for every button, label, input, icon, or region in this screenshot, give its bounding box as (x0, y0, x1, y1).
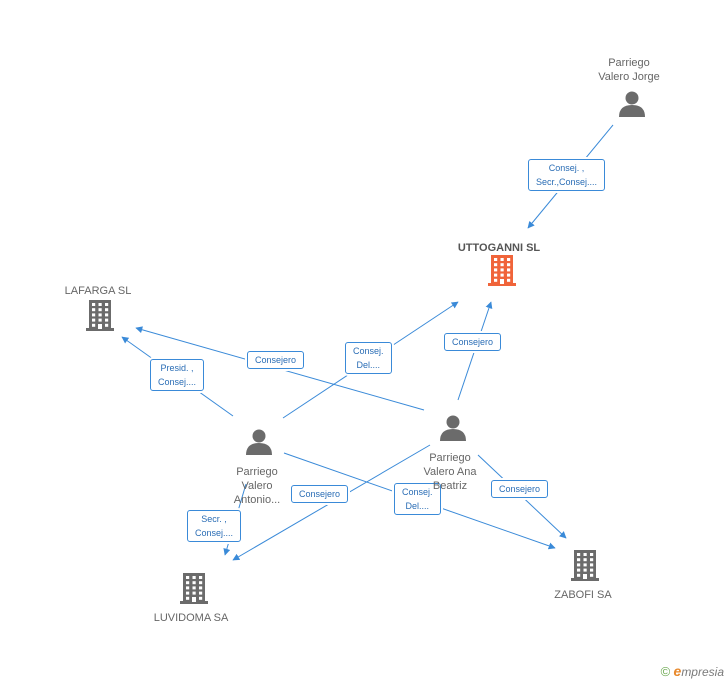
node-label-uttoganni[interactable]: UTTOGANNI SL (458, 241, 540, 255)
edge-label-antonio-lafarga[interactable]: Presid. , Consej.... (150, 359, 205, 391)
node-label-line: Parriego (608, 57, 650, 69)
node-label-line: Valero Ana (423, 466, 477, 478)
edge-label-line: Del.... (356, 360, 381, 370)
brand-logo-text: mpresia (681, 665, 724, 679)
edge-label-line: Consej.... (158, 377, 197, 387)
building-icon-zabofi[interactable] (571, 550, 599, 581)
edge-label-line: Presid. , (160, 363, 194, 373)
person-icon-jorge[interactable] (619, 91, 645, 118)
node-label-line: Parriego (429, 452, 471, 464)
building-icon-lafarga[interactable] (86, 300, 114, 331)
edge-label-line: Consej. (402, 487, 433, 497)
edge-label-line: Secr. , (201, 514, 227, 524)
edge-label-ana-luvidoma[interactable]: Consejero (291, 485, 349, 503)
person-icon-ana[interactable] (440, 415, 466, 442)
node-label-line: ZABOFI SA (554, 589, 612, 601)
building-icon-uttoganni[interactable] (488, 255, 516, 286)
node-label-line: Valero (241, 480, 273, 492)
node-label-line: UTTOGANNI SL (457, 242, 541, 254)
node-label-lafarga[interactable]: LAFARGA SL (65, 284, 132, 298)
edge-label-ana-lafarga[interactable]: Consejero (247, 351, 305, 369)
edge-label-antonio-zabofi[interactable]: Consej. Del.... (394, 483, 441, 515)
edge-ana-lafarga (135, 326, 425, 411)
edge-label-line: Consej. , (548, 163, 585, 173)
edge-label-line: Secr.,Consej.... (536, 177, 598, 187)
edge-label-line: Consej.... (195, 528, 234, 538)
nodes-layer (86, 91, 645, 604)
node-label-line: LAFARGA SL (64, 285, 132, 297)
person-icon-antonio[interactable] (246, 429, 272, 456)
edge-label-ana-zabofi[interactable]: Consejero (491, 480, 549, 498)
node-label-luvidoma[interactable]: LUVIDOMA SA (154, 611, 229, 625)
edge-label-line: Consejero (299, 489, 341, 499)
brand-footer[interactable]: © empresia (661, 663, 724, 679)
brand-logo-initial: e (673, 663, 682, 679)
node-label-line: Antonio... (233, 494, 281, 506)
edge-label-ana-uttoganni[interactable]: Consejero (444, 333, 502, 351)
edge-label-jorge-uttoganni[interactable]: Consej. , Secr.,Consej.... (528, 159, 606, 191)
node-label-zabofi[interactable]: ZABOFI SA (554, 588, 611, 602)
edge-label-antonio-uttoganni[interactable]: Consej. Del.... (345, 342, 392, 374)
node-label-line: Beatriz (432, 480, 468, 492)
copyright-symbol: © (660, 664, 671, 679)
edge-label-line: Consejero (499, 484, 541, 494)
node-label-line: Valero Jorge (598, 71, 660, 83)
node-label-line: LUVIDOMA SA (153, 612, 229, 624)
edge-label-line: Del.... (405, 501, 430, 511)
building-icon-luvidoma[interactable] (180, 573, 208, 604)
edge-label-antonio-luvidoma[interactable]: Secr. , Consej.... (187, 510, 242, 542)
edge-label-line: Consejero (255, 355, 297, 365)
edge-ana-uttoganni (457, 301, 493, 401)
edge-label-line: Consej. (353, 346, 384, 356)
edge-label-line: Consejero (452, 337, 494, 347)
node-label-line: Parriego (236, 466, 278, 478)
